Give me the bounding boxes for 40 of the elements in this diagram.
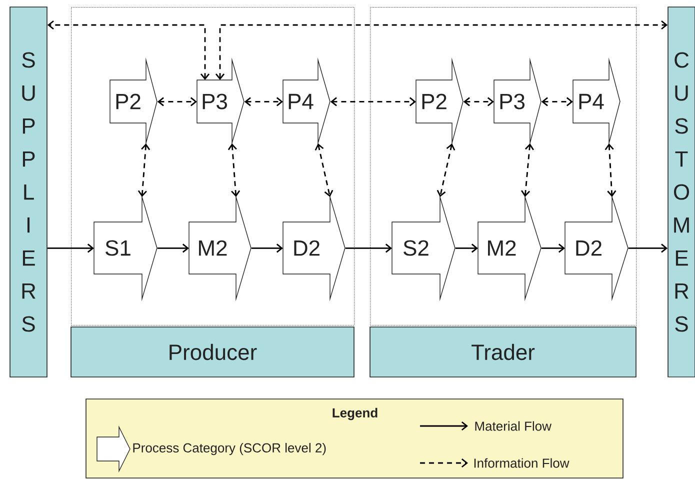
arrow — [455, 244, 478, 253]
dashed-arrow — [604, 143, 616, 197]
side-band: C U S T O M E R S — [668, 6, 695, 378]
process-block: D2 — [564, 194, 628, 302]
process-block: P3 — [494, 57, 542, 146]
dashed-arrow — [436, 143, 456, 197]
dashed-arrow — [463, 97, 494, 106]
process-block: M2 — [478, 194, 542, 302]
legend-text: Material Flow — [475, 421, 552, 431]
process-block: M2 — [188, 194, 252, 302]
arrow — [251, 244, 283, 253]
dashed-arrow — [330, 97, 416, 106]
process-block: P3 — [196, 58, 244, 146]
arrow — [628, 244, 668, 253]
process-block: S1 — [94, 194, 158, 302]
arrow — [541, 244, 566, 253]
process-block: D2 — [282, 194, 346, 302]
label-band: Producer — [70, 326, 354, 378]
dashed-arrow — [541, 97, 574, 106]
label-band: Trader — [370, 326, 636, 378]
dashed-arrow — [244, 97, 283, 106]
side-band: S U P P L I E R S — [10, 6, 48, 378]
dashed-arrow — [215, 20, 668, 80]
dashed-arrow — [314, 143, 334, 197]
legend-text: Information Flow — [474, 458, 570, 468]
dashed-arrow — [228, 143, 240, 197]
arrow — [47, 244, 94, 253]
dashed-arrow — [47, 20, 210, 80]
dashed-arrow — [521, 143, 534, 197]
process-block: P2 — [110, 57, 158, 146]
process-block: S2 — [392, 194, 456, 302]
process-block: P4 — [572, 57, 620, 146]
legend-text: Process Category (SCOR level 2) — [133, 442, 326, 456]
dashed-arrow — [157, 97, 197, 106]
process-block: P2 — [416, 57, 464, 146]
legend-title: Legend — [332, 408, 378, 420]
arrow — [345, 244, 392, 253]
arrow — [157, 244, 189, 253]
process-block: P4 — [282, 58, 330, 146]
dashed-arrow — [138, 143, 150, 197]
